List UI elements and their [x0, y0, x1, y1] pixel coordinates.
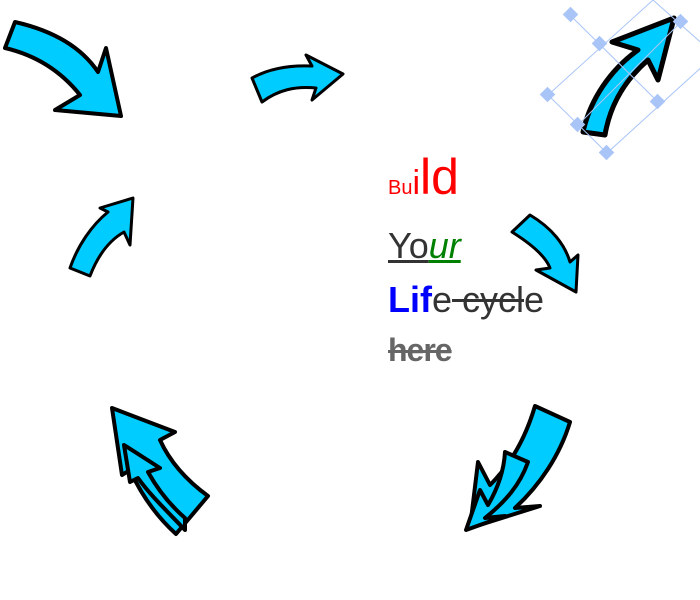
selection-handle[interactable]: [598, 144, 615, 161]
text-run: ur: [428, 225, 461, 266]
selection-outline: [547, 0, 700, 154]
arrow-top-middle[interactable]: [250, 53, 345, 104]
text-run: i: [412, 164, 421, 202]
text-run: cycl: [452, 279, 525, 320]
curved-arrow-icon: [110, 406, 210, 536]
text-run: Bu: [388, 177, 413, 199]
curved-arrow-icon: [68, 196, 135, 278]
curved-arrow-icon: [3, 20, 123, 118]
arrow-top-left[interactable]: [3, 20, 123, 118]
text-run: Yo: [388, 225, 429, 266]
curved-arrow-icon: [580, 15, 677, 138]
text-run: e: [431, 279, 453, 320]
arrow-bottom-right[interactable]: [464, 404, 572, 532]
selection-handle[interactable]: [562, 6, 579, 23]
arrow-bottom-left[interactable]: [110, 406, 210, 536]
curved-arrow-icon: [122, 443, 187, 532]
selection-diagonal: [569, 14, 659, 103]
curved-arrow-icon: [464, 450, 530, 532]
text-line-your: Your: [388, 228, 461, 264]
curved-arrow-icon: [250, 53, 345, 104]
selection-diagonal: [577, 21, 682, 126]
text-run: here: [388, 332, 453, 368]
curved-arrow-icon: [510, 213, 580, 294]
text-line-life: Life cycle: [388, 282, 544, 318]
text-run: e: [524, 279, 545, 320]
text-run: Lif: [388, 279, 432, 320]
text-run: ld: [420, 149, 459, 205]
arrow-right-middle[interactable]: [510, 213, 580, 294]
arrow-top-right[interactable]: [580, 15, 677, 138]
text-line-build: Build: [388, 152, 459, 202]
arrow-middle-left[interactable]: [68, 196, 135, 278]
text-line-here: here: [388, 332, 453, 368]
